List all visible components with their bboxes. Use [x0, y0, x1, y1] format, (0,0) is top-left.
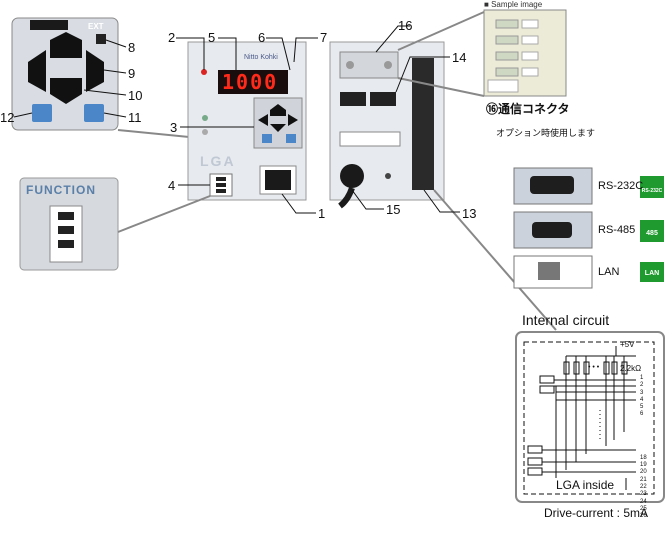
- pin-20: 20: [640, 469, 647, 476]
- pin-26: 26: [640, 513, 647, 520]
- interface-rs485-label: RS-485: [598, 224, 636, 236]
- circuit-drive-current: Drive-current : 5mA: [544, 506, 649, 520]
- pin-3: 3: [640, 389, 644, 396]
- callout-6: 6: [258, 30, 266, 45]
- device-model-label: LGA: [200, 153, 236, 169]
- callout-9: 9: [128, 66, 136, 81]
- circuit-title: Internal circuit: [522, 312, 610, 328]
- function-label: FUNCTION: [26, 183, 96, 197]
- interface-lan-label: LAN: [598, 266, 620, 278]
- pin-23: 23: [640, 491, 647, 498]
- keypad-zoom-panel: [11, 17, 119, 131]
- circuit-supply: +5V: [620, 340, 635, 349]
- power-cord: [340, 164, 364, 188]
- sample-image-bullet-icon: ■: [484, 0, 492, 9]
- interface-rs232c-label: RS-232C: [598, 180, 644, 192]
- pin-1: 1: [640, 375, 644, 381]
- callout-10: 10: [128, 88, 143, 103]
- pin-22: 22: [640, 483, 647, 490]
- badge-lan: LAN: [644, 270, 660, 277]
- callout-5: 5: [208, 30, 216, 45]
- pin-25: 25: [640, 505, 647, 512]
- pin-24: 24: [640, 498, 647, 505]
- zoom-key-left: [32, 104, 52, 122]
- callout-15: 15: [386, 202, 401, 217]
- badge-rs232c: RS-232C: [641, 188, 663, 194]
- comm-connector-title: ⑯通信コネクタ: [486, 102, 570, 116]
- callout-8: 8: [128, 40, 136, 55]
- callout-2: 2: [168, 30, 176, 45]
- seven-segment-display: 1000: [222, 70, 279, 94]
- status-led-1: [202, 115, 208, 121]
- ext-led: [96, 34, 106, 44]
- circuit-resistor: 2.2kΩ: [620, 364, 642, 373]
- arrow-keys: [28, 32, 104, 104]
- circuit-pin-list: 1 2 3 4 5 6 18 19 20 21 22 23 24 25 26: [640, 375, 662, 520]
- callout-13: 13: [462, 206, 477, 221]
- pin-18: 18: [640, 454, 647, 461]
- power-switch: [265, 170, 291, 190]
- circuit-inside-label: LGA inside: [556, 478, 615, 492]
- callout-11: 11: [128, 110, 142, 125]
- callout-16: 16: [398, 18, 413, 33]
- ext-label: EXT: [88, 22, 104, 31]
- status-led-2: [202, 129, 208, 135]
- callout-4: 4: [168, 178, 176, 193]
- pin-5: 5: [640, 404, 644, 411]
- callout-1: 1: [318, 206, 326, 221]
- zoom-key-right: [84, 104, 104, 122]
- io-connector: [412, 58, 434, 190]
- callout-7: 7: [320, 30, 328, 45]
- callout-14: 14: [452, 50, 467, 65]
- badge-rs485: 485: [646, 230, 658, 237]
- keypad-top-bar: [30, 20, 68, 30]
- pin-21: 21: [640, 476, 647, 483]
- pin-4: 4: [640, 396, 644, 403]
- sample-image-label: ■ Sample image: [484, 0, 543, 9]
- brand-label: Nitto Kohki: [244, 54, 278, 61]
- callout-12: 12: [0, 110, 15, 125]
- pin-2: 2: [640, 382, 644, 389]
- power-led: [201, 69, 207, 75]
- callout-3: 3: [170, 120, 178, 135]
- display-bezel: [218, 70, 288, 94]
- circuit-dots: • • •: [588, 364, 600, 371]
- pin-19: 19: [640, 462, 647, 469]
- pin-6: 6: [640, 411, 644, 418]
- option-note: オプション時使用します: [496, 128, 596, 138]
